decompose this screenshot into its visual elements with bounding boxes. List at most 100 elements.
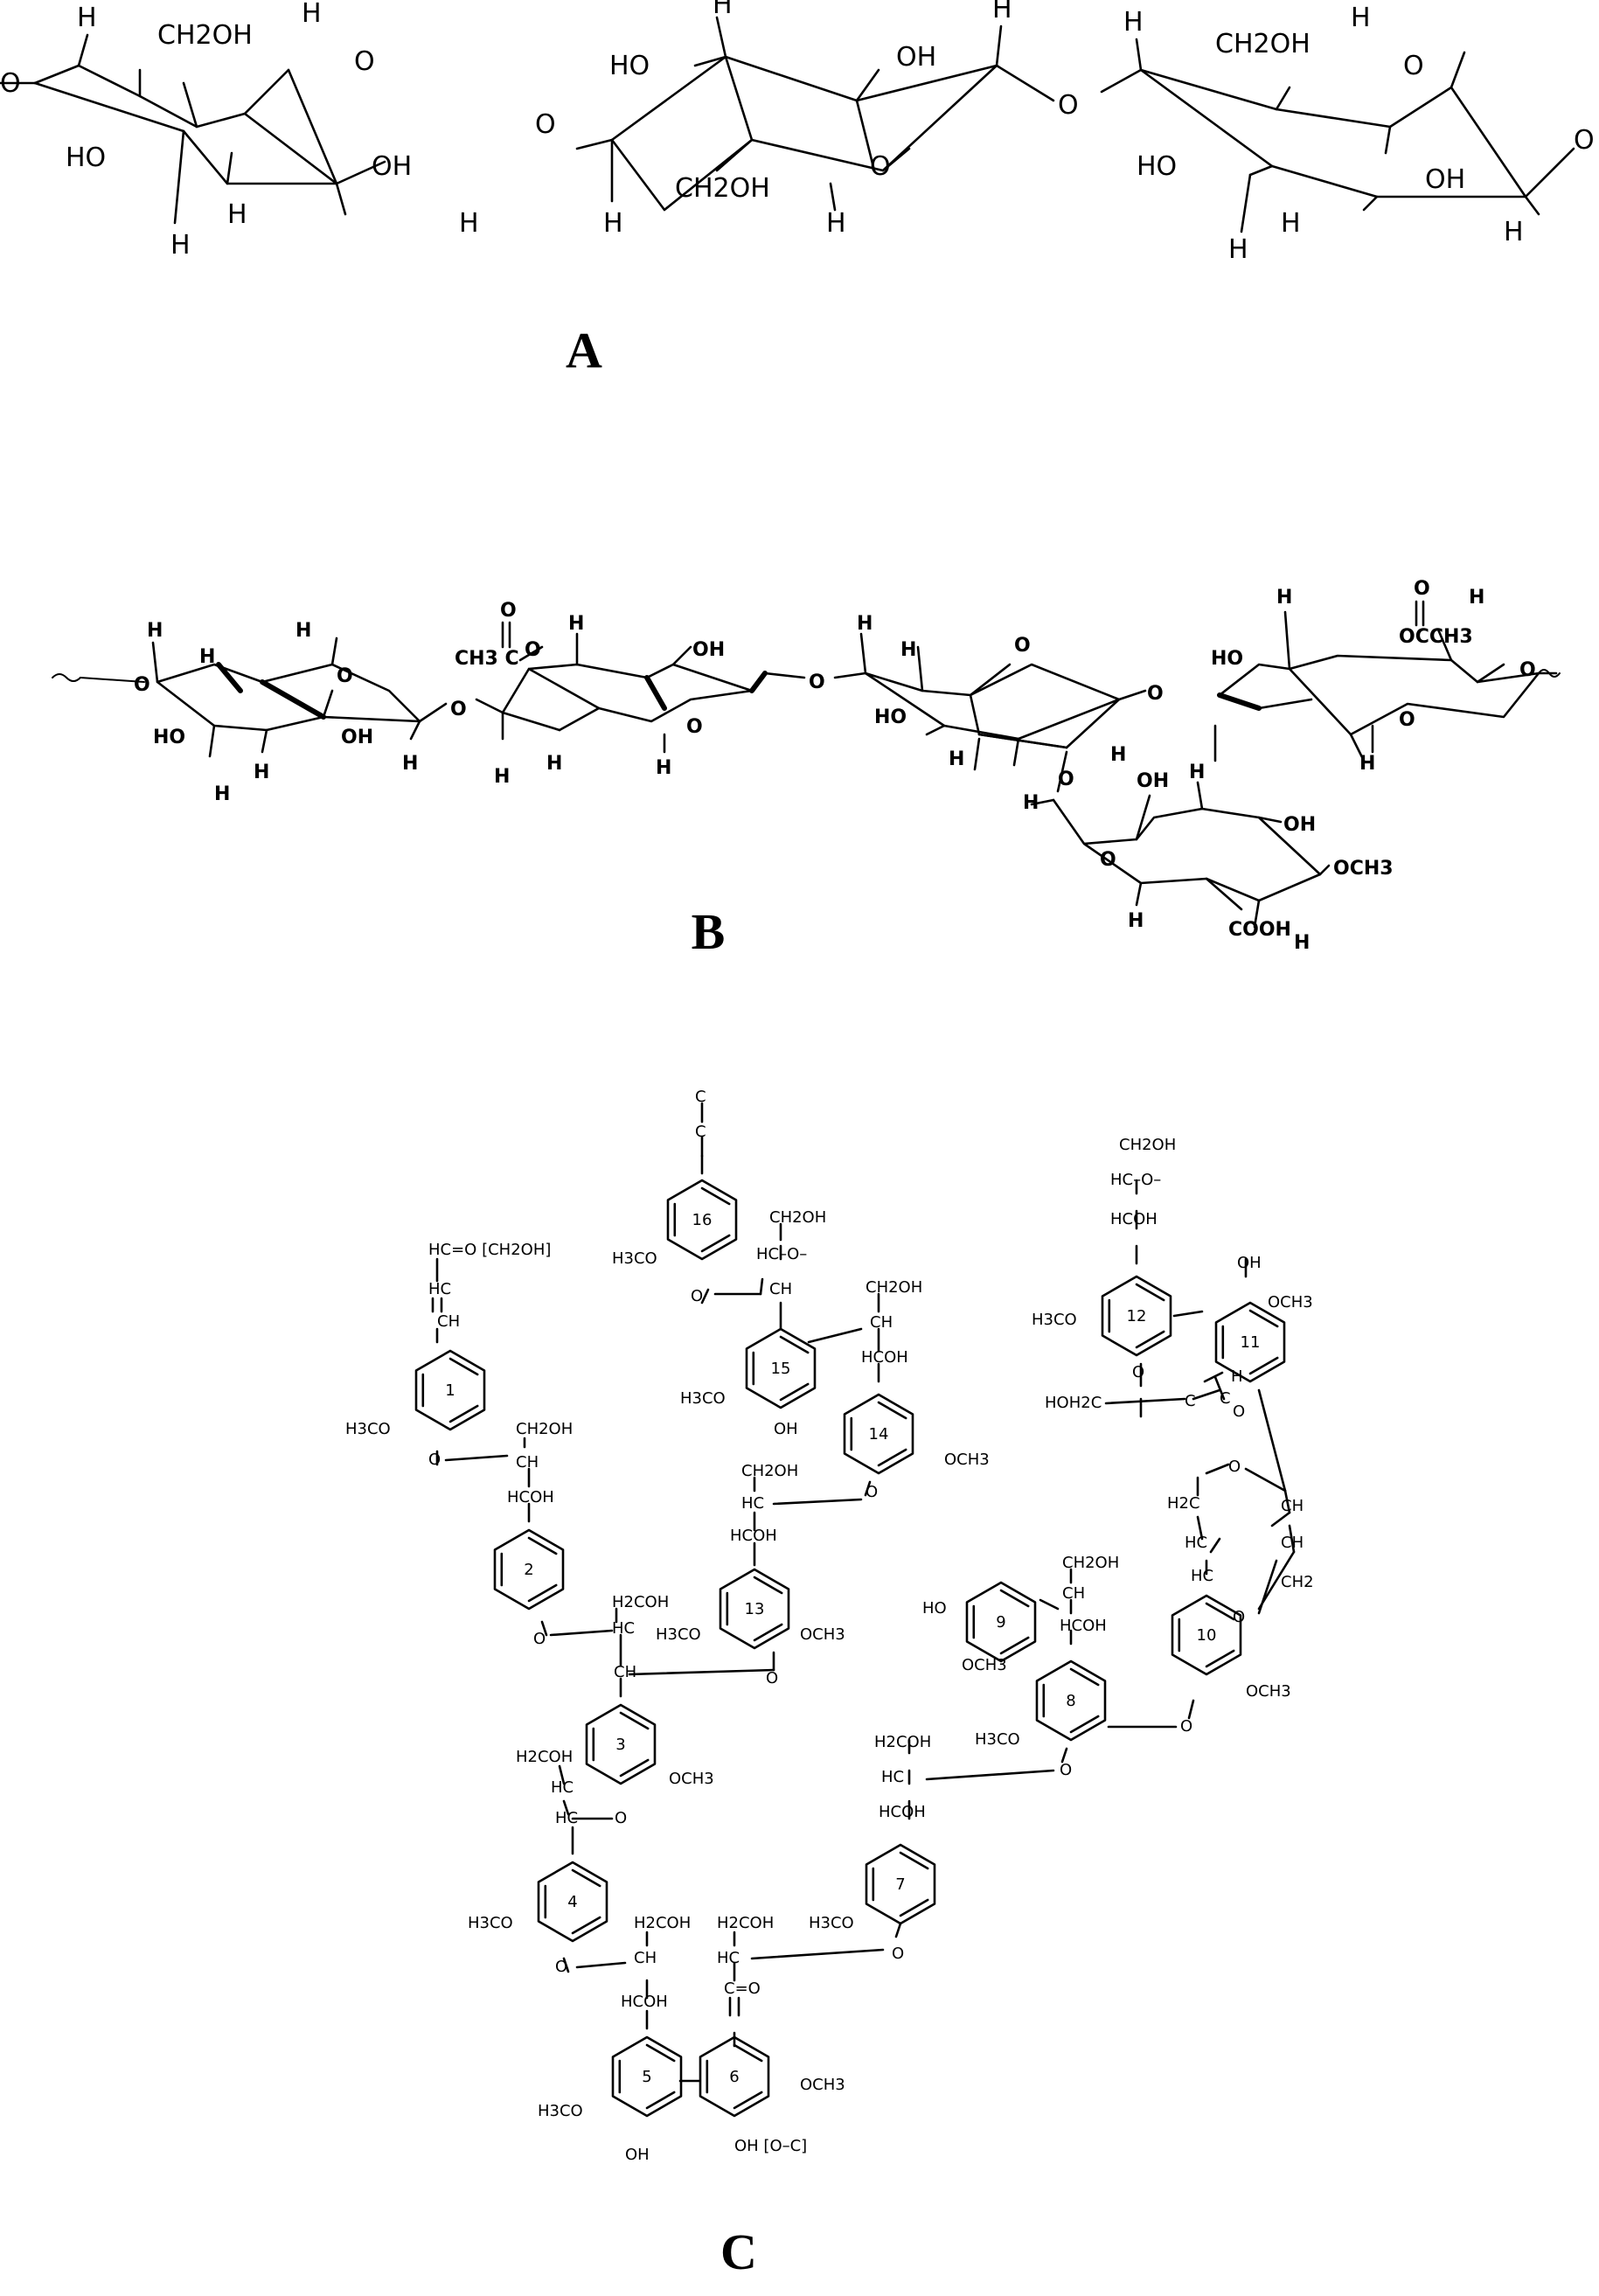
lignin-ring-double-bond: [448, 1357, 479, 1376]
lignin-ring-double-bond: [700, 1186, 731, 1206]
lignin-ring-double-bond: [899, 1851, 929, 1870]
hb-r1-oh: OH: [341, 727, 373, 748]
lig-hcoh-5: HCOH: [621, 1993, 668, 2011]
lig-hoh2c: HOH2C: [1045, 1394, 1102, 1412]
lignin-ring-number: 16: [692, 1211, 713, 1229]
lignin-ring-hexagon: [745, 1327, 817, 1409]
hb-r4-occh3: OCCH3: [1399, 626, 1473, 648]
lignin-ring-double-bond: [1069, 1667, 1100, 1687]
c-o-link-1: O: [535, 109, 556, 140]
lig-hc-o-12: HC–O–: [1110, 1171, 1161, 1189]
lig-och3-13: OCH3: [800, 1625, 845, 1644]
c-r3-h-right: H: [1351, 3, 1371, 33]
lig-o-10: O: [1180, 1717, 1192, 1736]
hb-u-h2: H: [1189, 762, 1205, 783]
lig-hcoh-7: HCOH: [879, 1803, 926, 1821]
lig-hcoh-2: HCOH: [507, 1488, 554, 1506]
c-r3-ho: HO: [1137, 151, 1177, 182]
hb-r1-h4: H: [254, 762, 269, 783]
lignin-ring-hexagon: [1171, 1594, 1242, 1676]
lignin-ring-8: 8: [1035, 1659, 1107, 1742]
lig-o-12: O: [1132, 1363, 1144, 1381]
lig-top16-c2: C: [695, 1123, 706, 1141]
lignin-ring-number: 10: [1197, 1626, 1217, 1645]
lignin-ring-double-bond: [999, 1636, 1030, 1655]
lignin-ring-double-bond: [733, 2091, 763, 2110]
cellulose-ring-1: H CH2OH H O HO OH H H H O: [0, 0, 479, 261]
hb-r3-ho: HO: [874, 706, 907, 728]
c-r2-h-b: H: [826, 208, 846, 239]
c-r1-h-top-right: H: [302, 0, 322, 29]
lig-o-14: O: [866, 1483, 878, 1501]
c-r2-ho: HO: [609, 51, 650, 81]
lignin-ring-double-bond: [619, 1711, 650, 1730]
lig-och3-9: OCH3: [962, 1656, 1007, 1674]
lig-ch-fur1: CH: [1281, 1497, 1304, 1515]
lignin-ring-5: 5: [611, 2035, 683, 2118]
lignin-ring-number: 15: [771, 1360, 791, 1378]
lig-hc-o-1: HC=O [CH2OH]: [428, 1241, 551, 1259]
c-r2-h-top: H: [713, 0, 733, 20]
hb-r1-o: O: [337, 665, 353, 687]
c-r3-h-c: H: [1504, 217, 1524, 247]
lignin-ring-hexagon: [965, 1581, 1037, 1663]
lig-h2coh-6: H2COH: [717, 1914, 774, 1932]
hb-r4-o-dbl: O: [1414, 578, 1430, 600]
lig-ch-15: CH: [769, 1280, 792, 1298]
lig-hc-3: HC: [612, 1619, 635, 1638]
hb-r4-o-ring: O: [1399, 709, 1415, 731]
hemi-uronic-acid-unit: H OH H OH O H COOH OCH3 H: [1023, 724, 1394, 954]
hb-u-cooh: COOH: [1228, 919, 1291, 941]
lig-c-ald: C: [1220, 1389, 1231, 1408]
lignin-ring-hexagon: [1035, 1659, 1107, 1742]
lig-ch-8: CH: [1062, 1584, 1085, 1603]
hb-u-h1: H: [1023, 792, 1039, 814]
hb-u-o-ring: O: [1100, 849, 1116, 871]
lignin-ring-4: 4: [537, 1861, 608, 1943]
c-o-link-2: O: [1058, 90, 1079, 121]
hb-r3-o: O: [1014, 635, 1031, 657]
lig-h3co-12: H3CO: [1032, 1311, 1077, 1329]
lignin-ring-number: 1: [445, 1381, 455, 1400]
hb-r4-h3: H: [1359, 753, 1375, 775]
lig-hc-1: HC: [428, 1280, 451, 1298]
c-r2-ch2oh: CH2OH: [675, 173, 770, 204]
lig-hcoh-13: HCOH: [730, 1527, 777, 1545]
lig-oh-5: OH: [625, 2146, 650, 2164]
lignin-ring-double-bond: [527, 1536, 558, 1555]
lig-h3co-4: H3CO: [468, 1914, 513, 1932]
c-r1-h-a: H: [227, 199, 247, 230]
lig-h3co-8: H3CO: [975, 1730, 1020, 1749]
hb-o-link-2: O: [809, 671, 825, 693]
lig-o-4: O: [555, 1958, 567, 1976]
hb-r2-o-ring: O: [686, 716, 703, 738]
lig-ch2oh-12: CH2OH: [1119, 1136, 1176, 1154]
lig-hc-fur2: HC: [1191, 1567, 1213, 1585]
c-r1-oh: OH: [372, 151, 412, 182]
lignin-bonds: [431, 1102, 1296, 2083]
c-r2-oh: OH: [896, 42, 936, 73]
hb-r3-h2: H: [900, 639, 916, 661]
lig-hc-fur: HC: [1185, 1534, 1207, 1552]
lignin-ring-double-bond: [1069, 1715, 1100, 1734]
lig-ch2oh-15a: CH2OH: [769, 1208, 826, 1227]
cellulose-ring-3: H CH2OH H O HO OH H H H O: [1100, 3, 1595, 265]
c-r1-ho: HO: [66, 143, 106, 173]
lignin-ring-number: 7: [895, 1875, 905, 1894]
hb-r1-h5: H: [214, 783, 230, 805]
hb-o-link-1: O: [450, 699, 467, 720]
lig-ch-fur2: CH: [1281, 1534, 1304, 1552]
lignin-ring-double-bond: [779, 1335, 810, 1354]
c-r3-h-b: H: [1281, 208, 1301, 239]
lig-ch2oh-13: CH2OH: [741, 1462, 798, 1480]
lig-o-1: O: [428, 1451, 441, 1469]
c-r1-o-left: O: [0, 68, 21, 99]
lig-h3co-5: H3CO: [538, 2102, 583, 2120]
lig-hcoh-12: HCOH: [1110, 1210, 1158, 1228]
lignin-ring-hexagon: [843, 1393, 914, 1475]
lig-h2coh-5: H2COH: [634, 1914, 691, 1932]
lignin-ring-double-bond: [877, 1448, 907, 1467]
lig-oh-11: OH: [1237, 1254, 1262, 1272]
lignin-ring-number: 5: [642, 2068, 651, 2086]
